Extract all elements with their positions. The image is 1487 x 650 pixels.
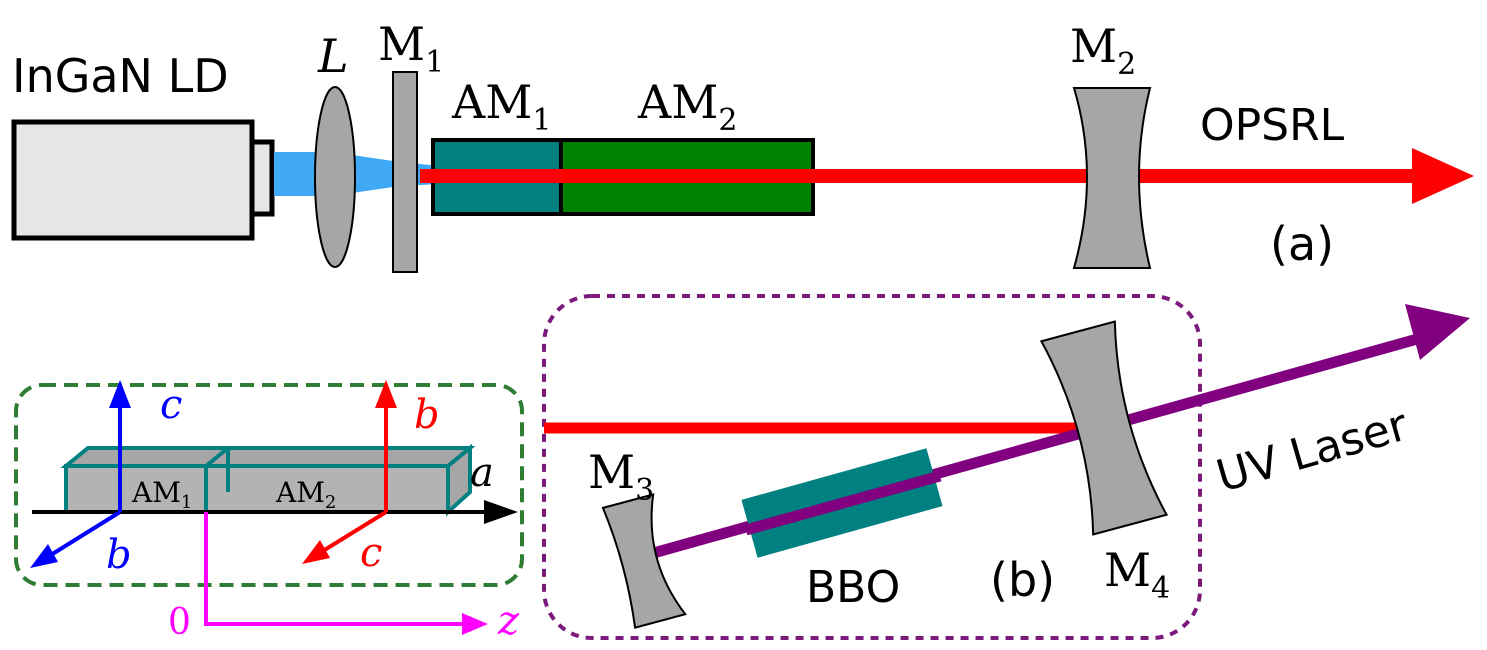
mirror-m3-label: M3 — [588, 445, 654, 508]
am1-axis-b — [44, 510, 122, 560]
am1-axis-c-label: c — [160, 382, 182, 428]
am1-label-sub: 1 — [532, 103, 551, 138]
mirror-m4 — [1039, 320, 1169, 536]
mirror-m1-label: M1 — [378, 17, 444, 80]
mirror-m2-label: M2 — [1070, 19, 1136, 82]
lens-label: L — [317, 29, 349, 83]
inset-am1-label: AM1 — [131, 476, 192, 513]
inset-am2-label-base: AM — [275, 476, 325, 509]
uv-laser-label: UV Laser — [1211, 399, 1414, 502]
mirror-m1-label-base: M — [378, 17, 425, 71]
inset-crystal-prism — [60, 443, 476, 517]
mirror-m3 — [601, 493, 688, 629]
am1-axis-c-arrowhead — [109, 380, 131, 408]
mirror-m2-label-sub: 2 — [1117, 47, 1136, 82]
mirror-m4-label: M4 — [1104, 543, 1170, 606]
am2-label-base: AM — [637, 75, 718, 129]
am1-axis-b-label: b — [106, 532, 132, 578]
mirror-m1-label-sub: 1 — [425, 45, 444, 80]
mirror-m2 — [1072, 87, 1152, 269]
axis-z-arrowhead — [462, 613, 488, 635]
uv-beam-arrowhead — [1405, 304, 1470, 360]
mirror-m4-label-sub: 4 — [1151, 571, 1170, 606]
bbo-label: BBO — [806, 562, 900, 613]
inset-am1-label-sub: 1 — [181, 492, 192, 513]
am2-axis-b-arrowhead — [375, 380, 397, 408]
mirror-m2-label-base: M — [1070, 19, 1117, 73]
am2-axis-c — [316, 510, 388, 556]
red-beam-arrowhead — [1412, 148, 1474, 204]
part-b-box — [542, 294, 1202, 640]
mirror-m3-label-base: M — [588, 445, 635, 499]
am2-axis-c-arrowhead — [302, 540, 330, 564]
laser-diode-label: InGaN LD — [12, 49, 229, 103]
am1-label-base: AM — [451, 75, 532, 129]
origin-label: 0 — [168, 602, 191, 643]
lens — [314, 86, 356, 268]
inset-am2-label-sub: 2 — [325, 492, 336, 513]
mirror-m4-label-base: M — [1104, 543, 1151, 597]
inset-am1-label-base: AM — [131, 476, 181, 509]
mirror-m1 — [392, 71, 418, 273]
am1-axis-b-arrowhead — [30, 544, 58, 568]
am2-label-sub: 2 — [718, 103, 737, 138]
axis-a-label: a — [470, 450, 494, 496]
panel-label-a: (a) — [1270, 217, 1334, 271]
am2-label: AM2 — [637, 75, 737, 138]
am2-axis-b-label: b — [414, 392, 440, 438]
am2-axis-c-label: c — [360, 530, 382, 576]
am1-label: AM1 — [451, 75, 551, 138]
laser-diode — [11, 119, 275, 241]
axis-z-label: z — [497, 598, 520, 644]
inset-box — [14, 383, 524, 587]
opsrl-label: OPSRL — [1200, 100, 1345, 151]
axis-z — [204, 512, 468, 626]
inset-am2-label: AM2 — [275, 476, 336, 513]
uv-beam-over-bbo — [744, 470, 942, 536]
mirror-m3-label-sub: 3 — [635, 473, 654, 508]
panel-label-b: (b) — [990, 553, 1055, 607]
axis-a-arrowhead — [484, 500, 518, 524]
